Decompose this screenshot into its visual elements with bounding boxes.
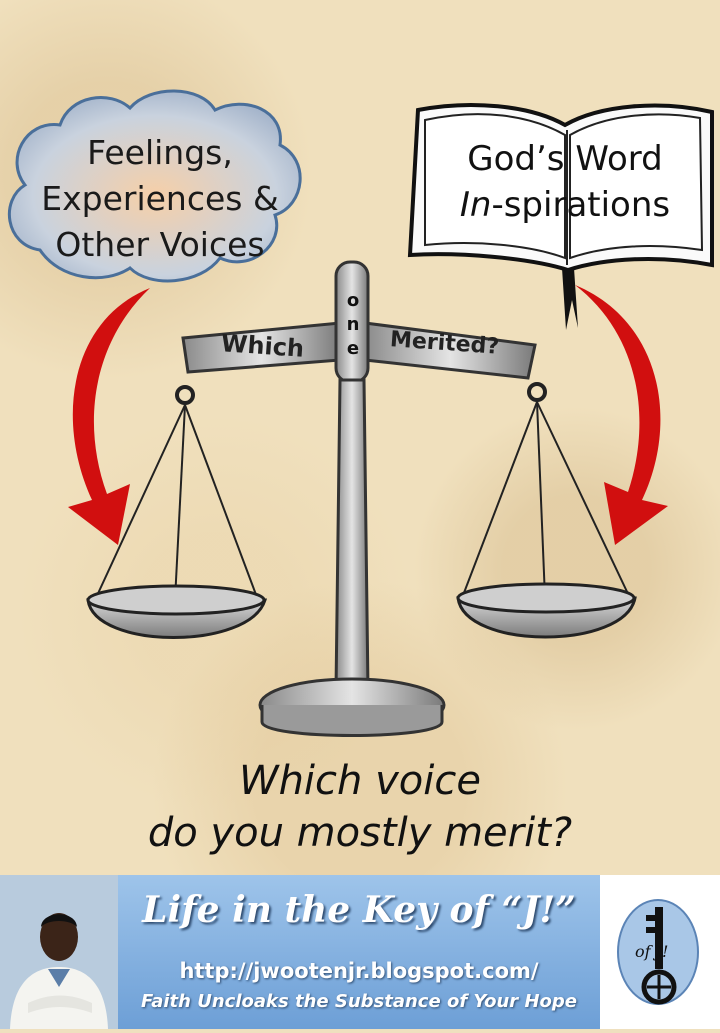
book-line-gods-word: God’s Word xyxy=(467,139,663,179)
balance-scale xyxy=(86,260,637,737)
right-red-arrow xyxy=(575,285,668,545)
book-caption: God’s Word In-spirations xyxy=(430,136,700,228)
blog-tagline: Faith Uncloaks the Substance of Your Hop… xyxy=(141,991,577,1012)
cloud-line-experiences: Experiences & xyxy=(41,179,279,218)
open-bible-book xyxy=(407,103,714,330)
book-line-in-prefix: In xyxy=(459,185,492,225)
question-text: Which voice do you mostly merit? xyxy=(0,755,720,859)
blog-url[interactable]: http://jwootenjr.blogspot.com xyxy=(179,959,531,983)
beam-left-label: Which xyxy=(220,329,305,363)
blog-url-line: http://jwootenjr.blogspot.com/ xyxy=(118,959,600,983)
logo-text: of J! xyxy=(635,942,668,961)
thought-cloud xyxy=(8,89,302,283)
cloud-line-other-voices: Other Voices xyxy=(55,225,265,264)
pillar-letter-n: n xyxy=(346,314,360,335)
book-line-inspirations: In-spirations xyxy=(430,182,700,228)
author-photo xyxy=(0,875,118,1029)
question-line-2: do you mostly merit? xyxy=(147,810,573,856)
cloud-line-feelings: Feelings, xyxy=(87,133,233,172)
blog-footer-banner: Life in the Key of “J!” http://jwootenjr… xyxy=(0,875,720,1029)
cloud-caption: Feelings, Experiences & Other Voices xyxy=(20,130,300,268)
book-line-spirations: -spirations xyxy=(491,185,671,225)
pillar-letter-o: o xyxy=(346,290,360,311)
blog-banner[interactable]: Life in the Key of “J!” http://jwootenjr… xyxy=(118,875,600,1029)
key-of-j-logo: of J! xyxy=(600,875,720,1029)
blog-url-suffix: / xyxy=(530,959,539,983)
question-line-1: Which voice xyxy=(239,758,481,804)
blog-title: Life in the Key of “J!” xyxy=(142,889,576,931)
scene-illustration xyxy=(8,89,714,737)
left-red-arrow xyxy=(68,288,150,545)
pillar-letter-e: e xyxy=(346,338,360,359)
